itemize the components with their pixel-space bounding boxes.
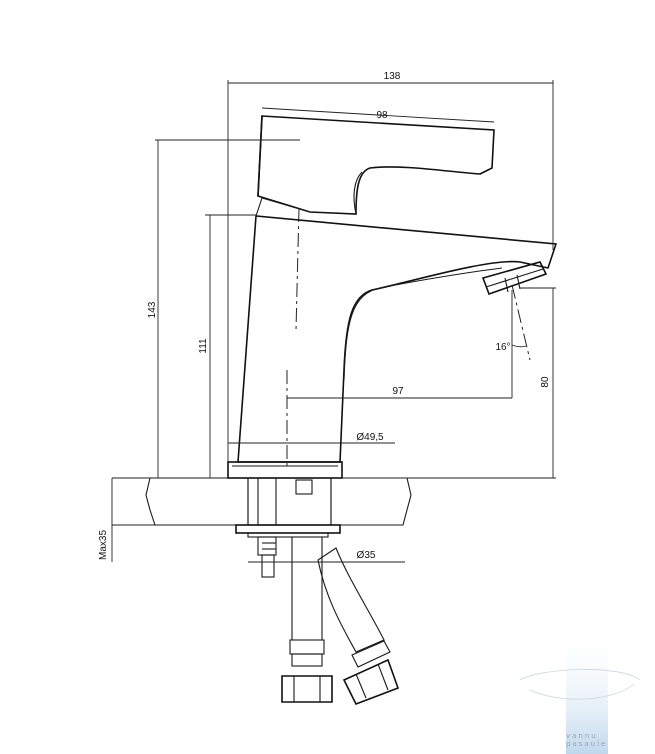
lever-handle [255,115,495,217]
flexible-hoses [281,536,400,706]
dim-max-counter: Max35 [98,530,109,560]
dim-shank-diameter: Ø35 [357,550,376,561]
dim-body-height: 111 [198,338,209,354]
dim-total-height: 143 [147,301,158,318]
watermark-line2: pasaule [566,740,607,748]
dim-spout-reach: 97 [392,386,404,397]
center-lines [286,207,531,470]
watermark-logo: vannu pasaule [519,628,641,754]
watermark-line1: vannu [566,732,598,740]
dim-base-diameter: Ø49,5 [356,432,384,443]
countertop [112,477,412,526]
dim-handle-length: 98 [376,110,388,121]
dimension-lines [111,80,556,563]
shank-assembly [235,477,341,578]
dim-spout-angle: 16° [495,342,510,353]
dim-spout-height: 80 [540,376,551,388]
dimension-labels: 138 98 143 111 97 80 16° Ø49,5 Ø35 Max35 [98,71,551,561]
dim-overall-width: 138 [384,71,401,82]
